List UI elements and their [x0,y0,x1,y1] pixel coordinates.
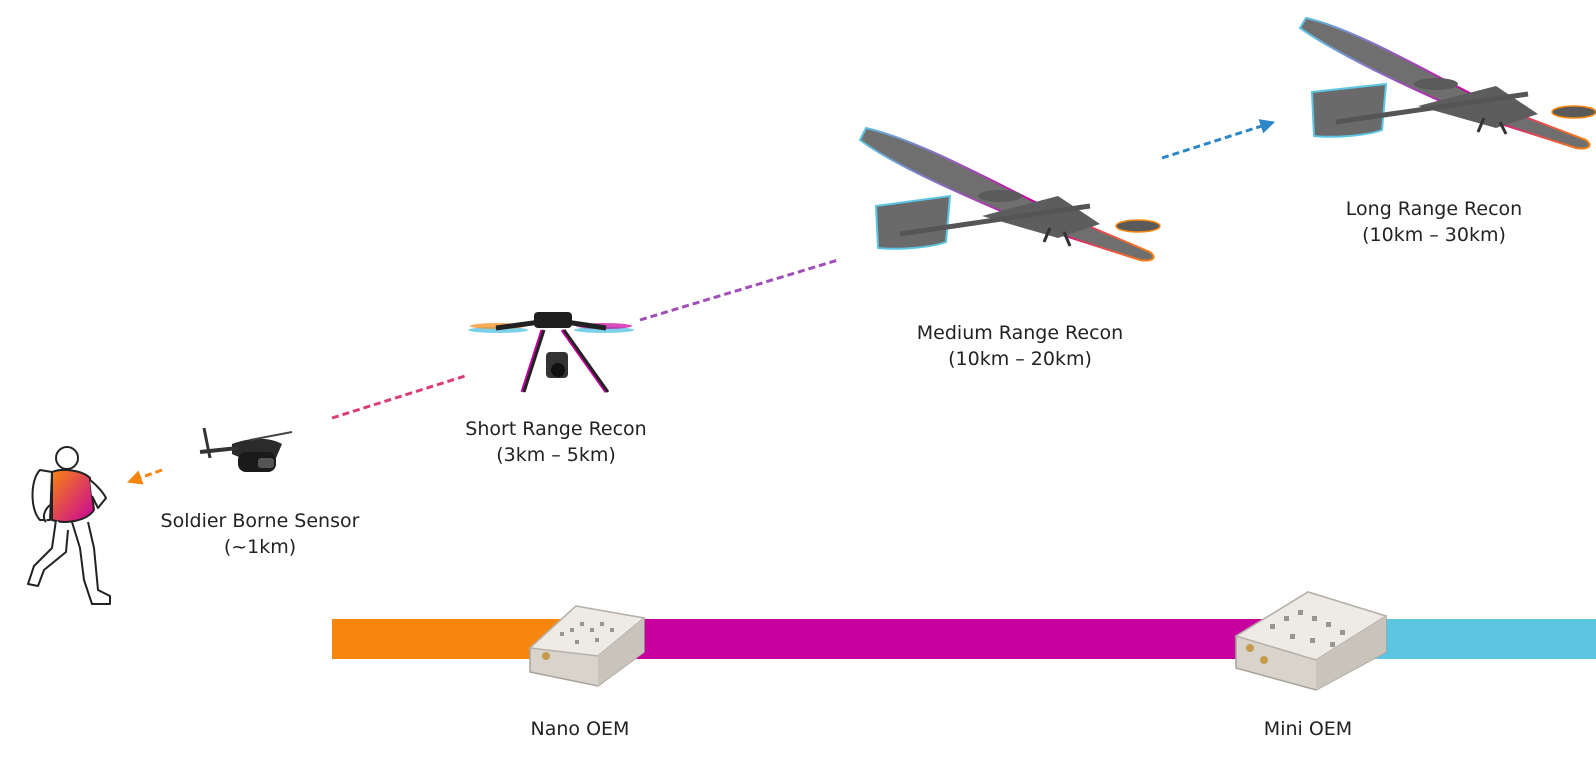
tier-label-soldier-borne-sensor: Soldier Borne Sensor (~1km) [140,508,380,560]
link-medium-to-long-arrow [1161,119,1276,160]
tier-range: (~1km) [223,536,297,558]
product-label-mini-oem: Mini OEM [1208,716,1408,742]
tier-name: Long Range Recon [1345,198,1523,220]
tier-name: Medium Range Recon [916,322,1124,344]
nano-drone-icon [199,427,293,472]
product-name: Nano OEM [530,718,630,740]
tier-range: (10km – 30km) [1362,224,1506,246]
tier-label-medium-range-recon: Medium Range Recon (10km – 20km) [900,320,1140,372]
long-vtol-icon [1298,16,1596,150]
link-short-to-medium [639,258,839,322]
mini-oem-module-icon [1234,591,1388,691]
tier-range: (3km – 5km) [496,444,616,466]
range-band-cyan [1372,619,1596,659]
tier-label-short-range-recon: Short Range Recon (3km – 5km) [436,416,676,468]
quadcopter-icon [468,312,634,393]
nano-oem-module-icon [528,605,646,687]
medium-vtol-icon [858,126,1161,262]
product-name: Mini OEM [1263,718,1353,740]
product-label-nano-oem: Nano OEM [480,716,680,742]
tier-label-long-range-recon: Long Range Recon (10km – 30km) [1314,196,1554,248]
tier-name: Soldier Borne Sensor [160,510,360,532]
link-soldier-arrow [126,468,163,485]
link-sensor-to-short [331,374,466,420]
soldier-icon [27,446,111,605]
tier-name: Short Range Recon [465,418,647,440]
tier-range: (10km – 20km) [948,348,1092,370]
